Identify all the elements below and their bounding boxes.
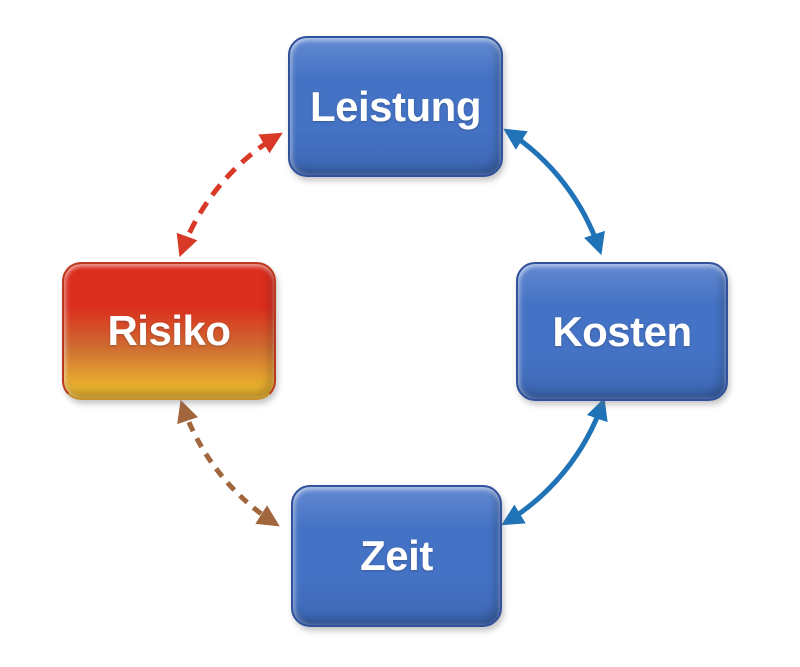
edge-zeit-risiko bbox=[177, 399, 280, 527]
node-leistung-label: Leistung bbox=[310, 82, 482, 130]
node-risiko-label: Risiko bbox=[107, 307, 231, 354]
node-kosten-label: Kosten bbox=[552, 307, 692, 355]
node-zeit-label: Zeit bbox=[360, 532, 433, 579]
node-leistung: Leistung bbox=[288, 36, 503, 177]
edge-leistung-kosten bbox=[503, 128, 605, 256]
edge-risiko-leistung bbox=[176, 132, 283, 258]
edge-kosten-zeit bbox=[501, 397, 608, 526]
node-risiko: Risiko bbox=[62, 262, 276, 400]
node-zeit: Zeit bbox=[291, 485, 502, 627]
node-kosten: Kosten bbox=[516, 262, 728, 401]
